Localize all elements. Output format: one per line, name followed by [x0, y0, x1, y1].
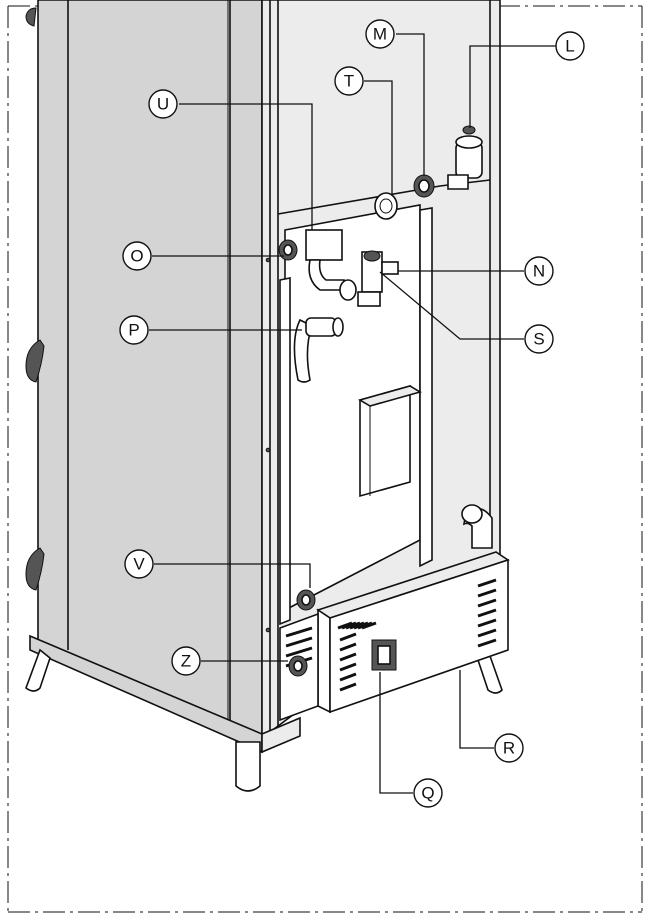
callout-Z: Z — [171, 646, 201, 676]
callout-M: M — [365, 19, 395, 49]
connection-T — [374, 192, 398, 220]
callout-P: P — [119, 315, 149, 345]
svg-text:U: U — [157, 95, 169, 114]
callout-N: N — [524, 256, 554, 286]
connection-M — [413, 174, 435, 198]
vent-slot — [361, 621, 377, 630]
vent-slot — [339, 632, 357, 642]
vent-slot — [339, 672, 357, 682]
vent-slot — [477, 618, 497, 628]
vent-slot — [339, 662, 357, 672]
svg-text:M: M — [373, 25, 387, 44]
vent-slot — [477, 578, 497, 588]
svg-text:Z: Z — [181, 652, 191, 671]
return-elbow — [461, 504, 493, 549]
svg-text:S: S — [533, 330, 544, 349]
svg-text:R: R — [503, 739, 515, 758]
leveling-foot — [25, 648, 503, 792]
vent-slot — [285, 646, 313, 658]
vent-slot — [477, 628, 497, 638]
callout-S: S — [524, 324, 554, 354]
vent-slot — [285, 636, 313, 648]
vent-slot — [339, 642, 357, 652]
valve-assembly-U-S-N — [305, 229, 399, 307]
vent-slot — [477, 638, 497, 648]
svg-text:P: P — [128, 321, 139, 340]
vent-slot — [285, 626, 313, 638]
callout-L: L — [555, 31, 585, 61]
control-box — [357, 384, 423, 498]
mounting-rail — [265, 207, 433, 633]
vent-slot — [339, 682, 357, 692]
callout-R: R — [494, 733, 524, 763]
vent-slot — [477, 588, 497, 598]
svg-text:N: N — [533, 262, 545, 281]
callout-T: T — [334, 66, 364, 96]
svg-text:T: T — [344, 72, 354, 91]
drain-hose-P — [293, 317, 344, 383]
svg-text:Q: Q — [421, 784, 434, 803]
leader-lines — [149, 33, 556, 794]
cabinet-side-face — [261, 0, 501, 740]
connection-Z — [288, 655, 308, 677]
connection-V — [296, 589, 316, 611]
vent-slot — [339, 652, 357, 662]
svg-text:L: L — [565, 37, 574, 56]
vented-housing — [279, 551, 510, 722]
callout-V: V — [124, 549, 154, 579]
air-vent-L — [447, 125, 483, 190]
callout-U: U — [148, 89, 178, 119]
svg-text:V: V — [133, 555, 145, 574]
vent-slot — [477, 598, 497, 608]
vent-slots — [285, 578, 497, 692]
hinge-handle — [25, 7, 45, 591]
callout-O: O — [122, 241, 152, 271]
svg-text:O: O — [130, 247, 143, 266]
callout-Q: Q — [413, 778, 443, 808]
connection-O — [278, 239, 298, 261]
base-plinth — [29, 634, 301, 754]
vent-slot — [477, 608, 497, 618]
